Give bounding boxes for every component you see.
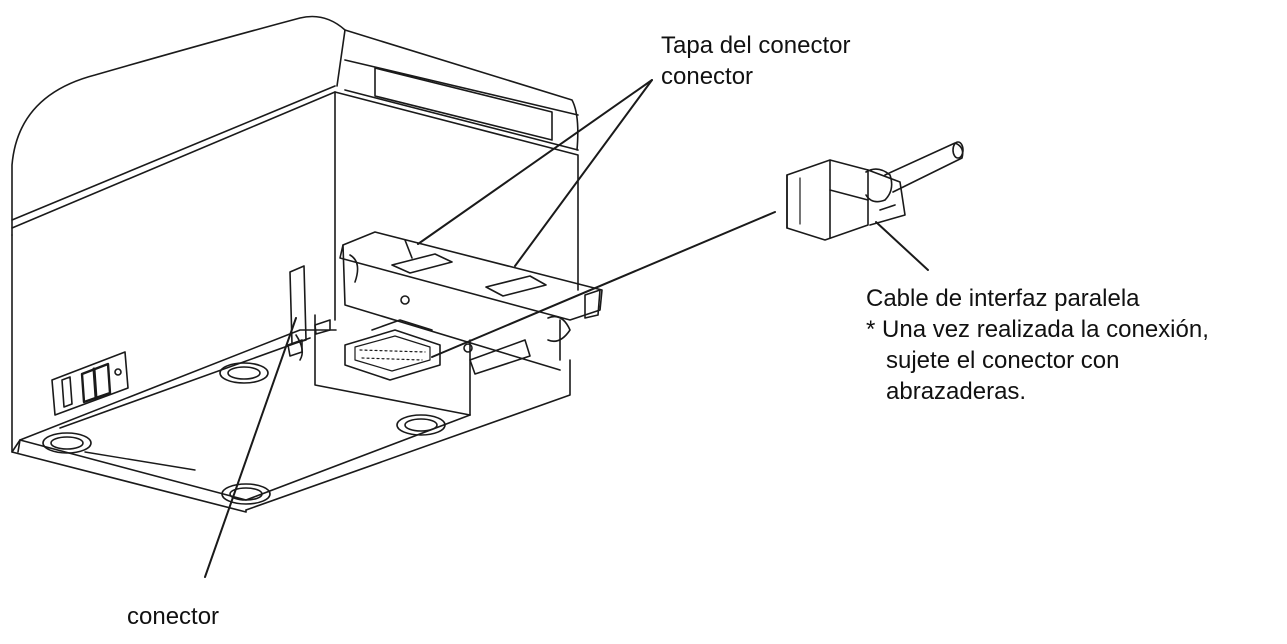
- parallel-port: [344, 319, 531, 381]
- leader-cover-right: [514, 79, 653, 267]
- label-connector: conector: [127, 603, 220, 630]
- label-connector-cover: Tapa del conector conector: [661, 30, 850, 92]
- leader-connector: [204, 317, 297, 578]
- leader-cover-left: [417, 79, 653, 245]
- paper-slot: [374, 67, 553, 141]
- label-title: Cable de interfaz paralela: [866, 285, 1140, 312]
- label-note-line: abrazaderas.: [886, 378, 1027, 405]
- label-parallel-cable: Cable de interfaz paralela * Una vez rea…: [866, 283, 1209, 407]
- interface-bay: [314, 231, 603, 416]
- cover-slot: [391, 253, 453, 274]
- leader-cable-note: [875, 221, 929, 271]
- label-note-line: * Una vez realizada la conexión,: [866, 316, 1209, 343]
- side-face: [334, 91, 579, 321]
- foot: [221, 483, 271, 505]
- cable-plug: [786, 141, 964, 241]
- foot: [396, 414, 446, 436]
- label-line: conector: [661, 63, 754, 90]
- side-tab: [289, 265, 307, 345]
- leader-lines: [204, 79, 929, 578]
- label-note-line: sujete el conector con: [886, 347, 1120, 374]
- foot: [42, 432, 92, 454]
- printer-body: [11, 15, 579, 513]
- foot: [219, 362, 269, 384]
- top-cover: [11, 15, 579, 236]
- bottom-plate: [11, 329, 571, 511]
- front-face: [11, 234, 247, 513]
- cover-seam: [11, 91, 336, 229]
- cover-slot: [485, 275, 547, 297]
- cable-cord: [884, 142, 964, 193]
- leader-cable: [431, 211, 776, 358]
- label-line: Tapa del conector: [661, 32, 851, 59]
- power-switch: [51, 351, 129, 416]
